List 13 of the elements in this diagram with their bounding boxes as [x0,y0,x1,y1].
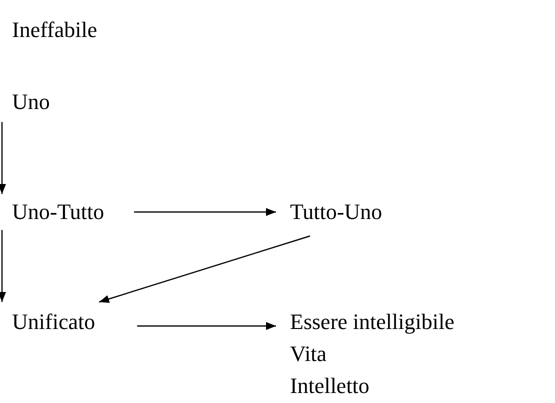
arrow [98,235,310,303]
node-text: Unificato [12,308,96,336]
node-text: Vita [290,340,328,368]
arrow [134,208,276,216]
arrow [137,322,276,330]
label-text: Ineffabile [12,16,98,44]
arrow [0,230,6,302]
arrow [0,122,6,194]
node-text: Uno [12,88,50,116]
node-text: Intelletto [290,372,370,400]
node-text: Uno-Tutto [12,198,104,226]
node-text: Essere intelligibile [290,308,454,336]
node-text: Tutto-Uno [290,198,382,226]
